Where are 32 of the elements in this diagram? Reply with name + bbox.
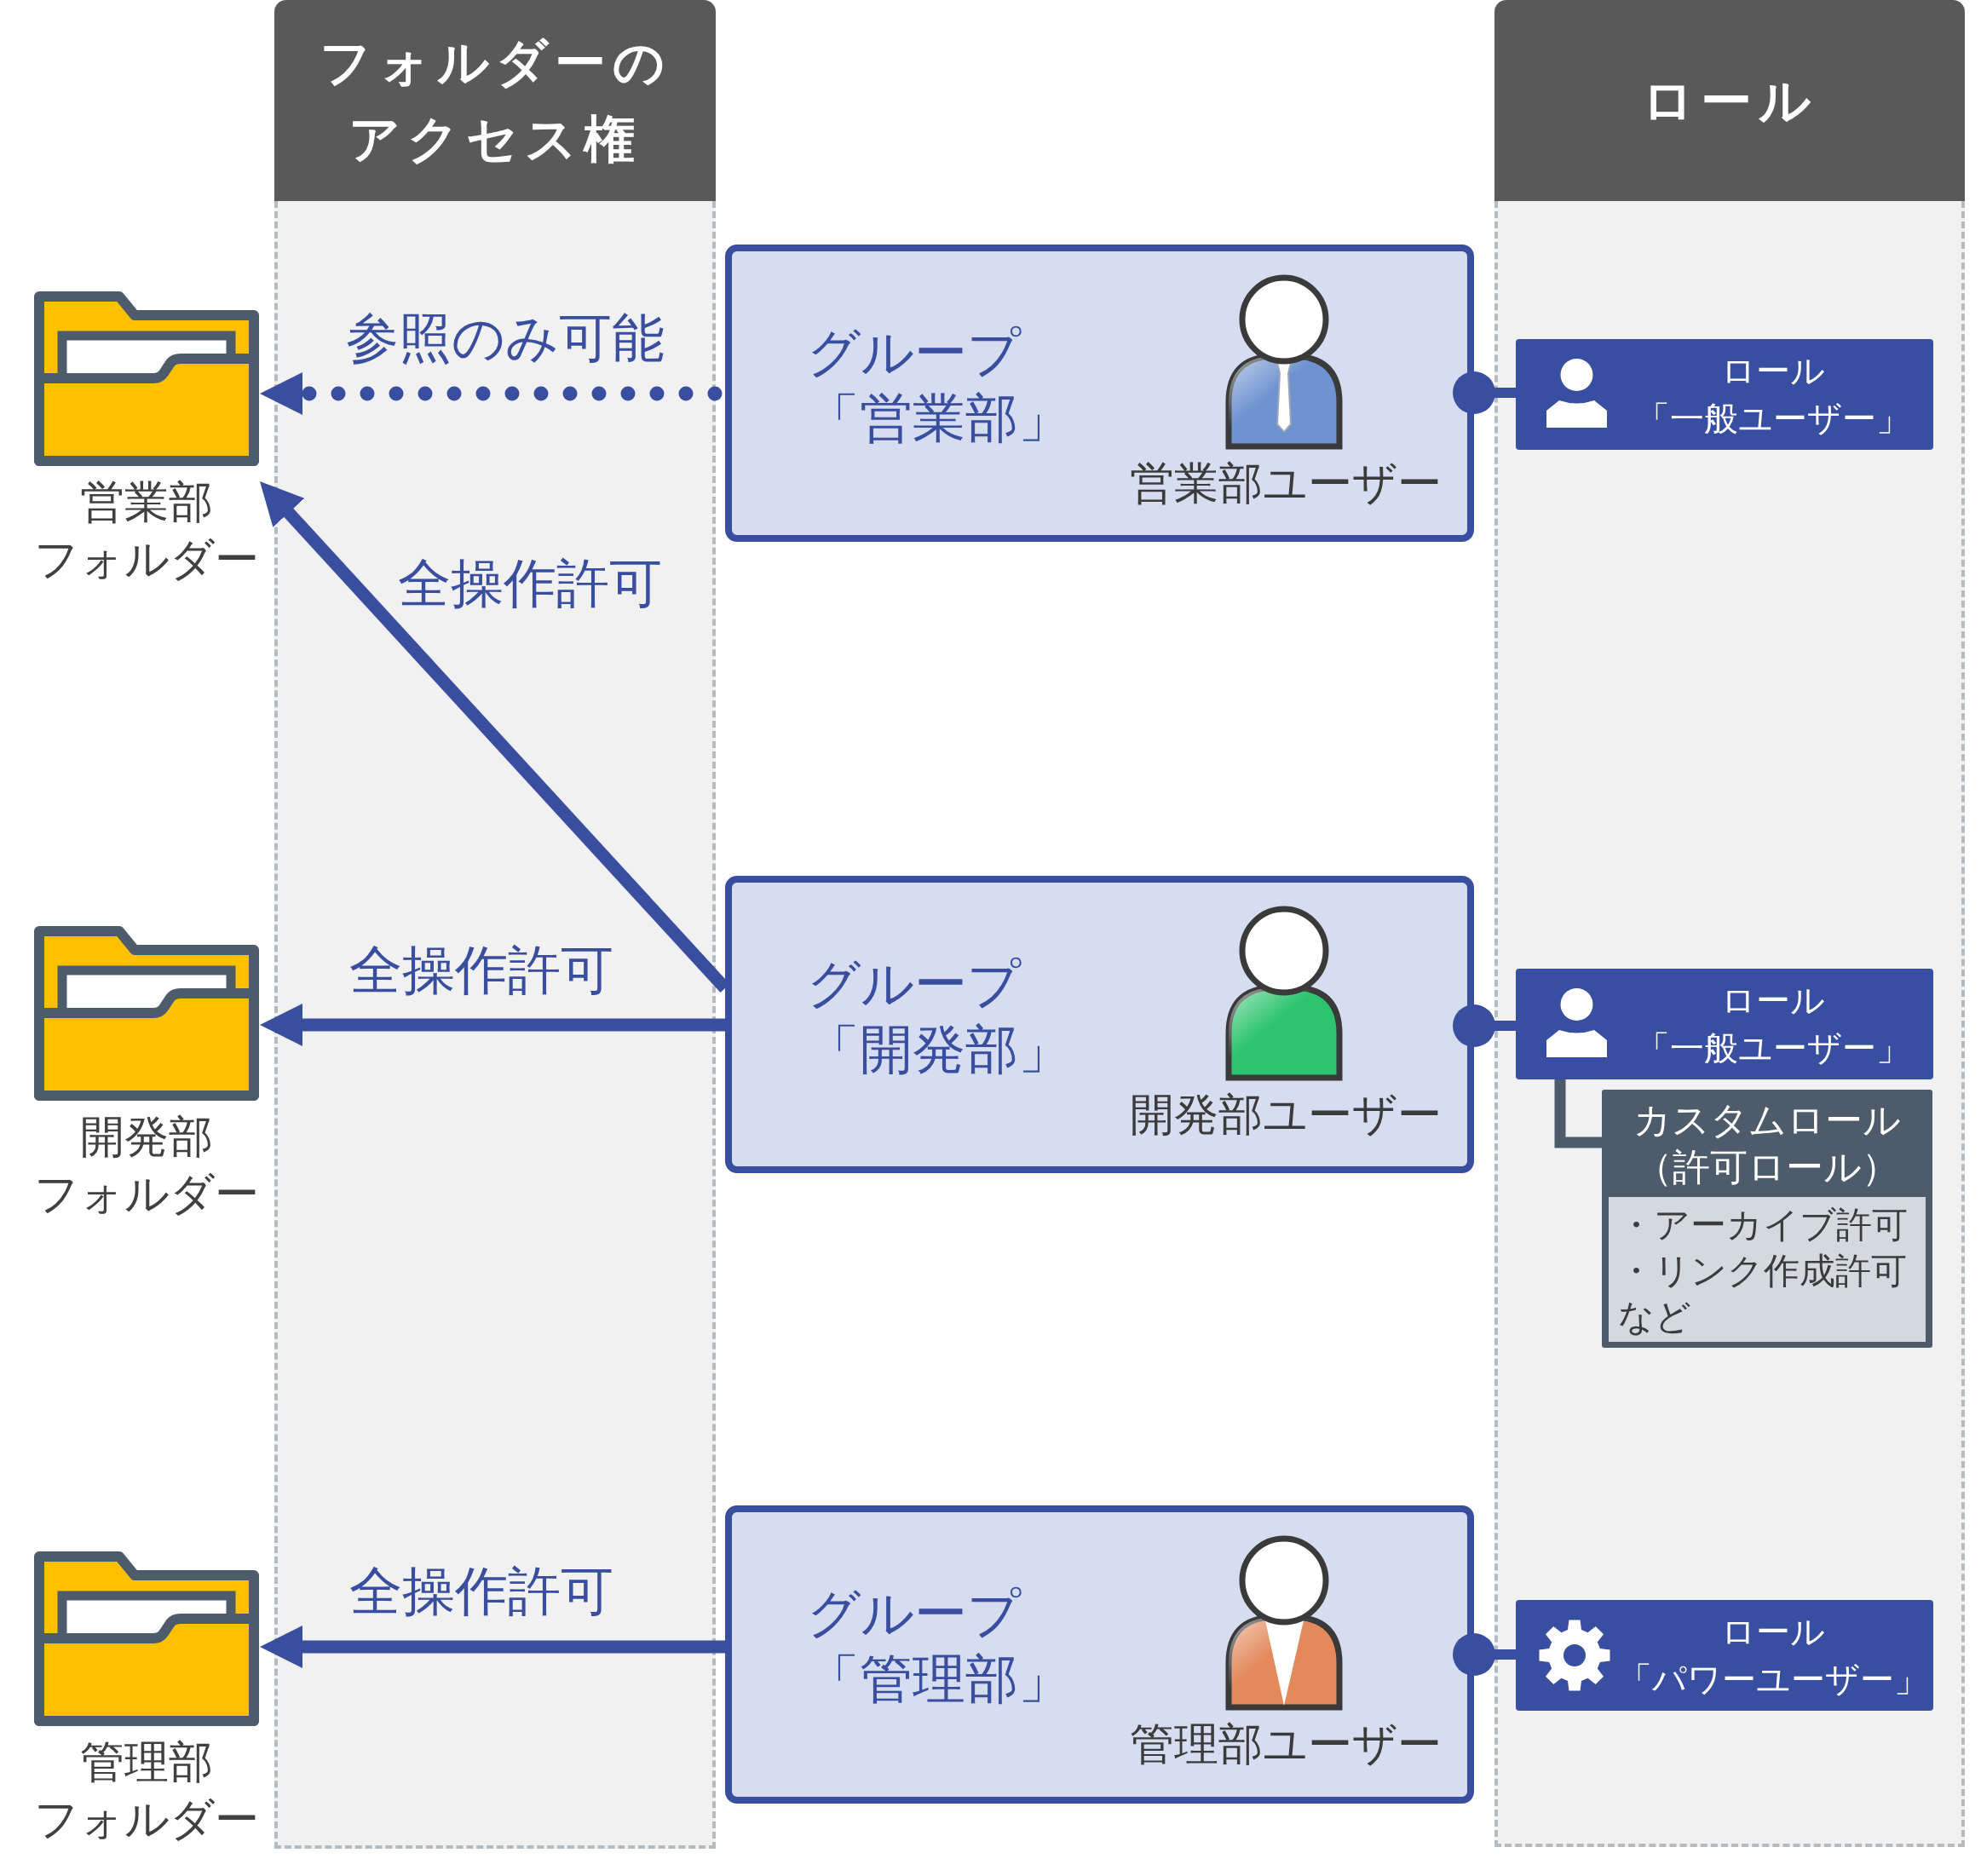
group-name: グループ「開発部」 xyxy=(807,952,1071,1082)
connector-line xyxy=(1554,1079,1602,1148)
permission-list-box xyxy=(1609,1197,1926,1342)
folder-label: 開発部フォルダー xyxy=(34,1110,259,1221)
folder-label: 営業部フォルダー xyxy=(34,475,259,586)
column-header: フォルダーのアクセス権 xyxy=(274,0,716,201)
group-name: グループ「営業部」 xyxy=(807,320,1071,451)
column-header: ロール xyxy=(1494,0,1965,201)
dot-connector xyxy=(1453,371,1516,414)
role-box xyxy=(1516,1600,1933,1711)
custom-role-box xyxy=(1602,1090,1932,1348)
role-box xyxy=(1516,969,1933,1079)
role-name: ロール「一般ユーザー」 xyxy=(1635,350,1911,440)
list-item: など xyxy=(1618,1295,1692,1339)
list-item: ・アーカイブ許可 xyxy=(1618,1203,1909,1247)
group-name: グループ「管理部」 xyxy=(807,1581,1071,1712)
dot-connector xyxy=(1453,1633,1516,1676)
list-item: ・リンク作成許可 xyxy=(1618,1249,1908,1293)
user-label: 開発部ユーザー xyxy=(1130,1088,1442,1141)
group-box xyxy=(725,1505,1474,1804)
group-box xyxy=(725,876,1474,1173)
custom-role-title: カスタムロール（許可ロール） xyxy=(1633,1097,1902,1190)
role-name: ロール「パワーユーザー」 xyxy=(1617,1611,1929,1700)
folder-label: 管理部フォルダー xyxy=(34,1735,259,1846)
arrow xyxy=(260,1004,725,1046)
dot-connector xyxy=(1453,1004,1516,1047)
role-name: ロール「一般ユーザー」 xyxy=(1635,980,1911,1069)
arrow xyxy=(260,1626,725,1668)
user-label: 管理部ユーザー xyxy=(1130,1718,1442,1770)
role-box xyxy=(1516,339,1933,450)
group-box xyxy=(725,245,1474,542)
user-label: 営業部ユーザー xyxy=(1130,457,1442,509)
